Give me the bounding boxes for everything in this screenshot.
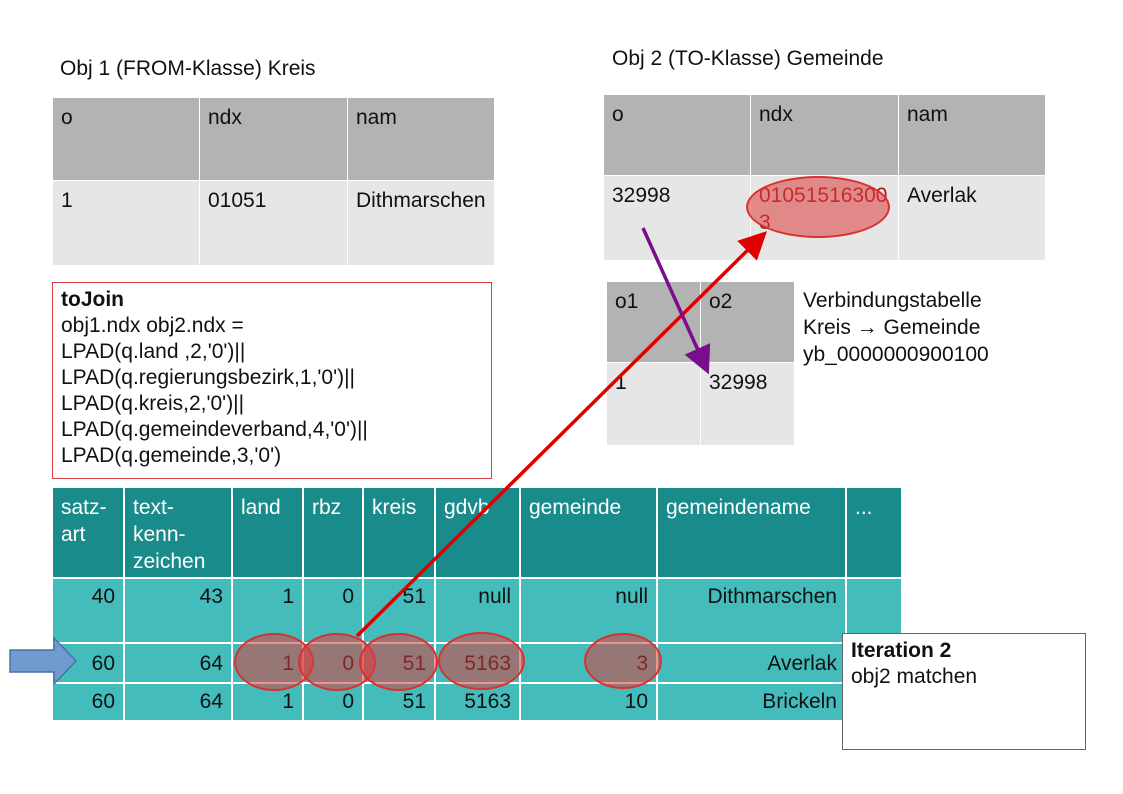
obj1-header-nam: nam	[348, 98, 494, 180]
obj2-header-ndx: ndx	[751, 95, 898, 175]
match-arrow	[355, 231, 767, 638]
table-cell: 43	[125, 579, 231, 642]
obj2-cell-o: 32998	[604, 176, 750, 260]
tojoin-line: LPAD(q.gemeindeverband,4,'0')||	[61, 418, 368, 441]
table-cell: Dithmarschen	[658, 579, 845, 642]
iteration-text: obj2 matchen	[851, 665, 978, 688]
table-cell: 10	[521, 684, 656, 720]
obj2-ndx-highlight	[746, 176, 890, 238]
obj2-header-nam: nam	[899, 95, 1045, 175]
link-label-line: Kreis → Gemeinde	[803, 316, 981, 339]
main-header: land	[233, 488, 302, 577]
tojoin-box: toJoin obj1.ndx obj2.ndx = LPAD(q.land ,…	[52, 282, 492, 479]
tojoin-line: LPAD(q.kreis,2,'0')||	[61, 392, 245, 415]
table-cell: 40	[53, 579, 123, 642]
gemeinde-highlight	[584, 633, 662, 689]
obj1-cell-nam: Dithmarschen	[348, 181, 494, 265]
iteration-title: Iteration 2	[851, 639, 952, 662]
main-header: ...	[847, 488, 901, 577]
main-header: gemeindename	[658, 488, 845, 577]
obj1-cell-ndx: 01051	[200, 181, 347, 265]
obj1-header-ndx: ndx	[200, 98, 347, 180]
main-header: rbz	[304, 488, 362, 577]
tojoin-line: obj1.ndx obj2.ndx =	[61, 314, 244, 337]
table-cell: null	[521, 579, 656, 642]
link-cell-o2: 32998	[701, 363, 794, 445]
row-pointer-arrow-icon	[9, 636, 78, 686]
link-cell-o1: 1	[607, 363, 700, 445]
table-cell: 64	[125, 644, 231, 682]
table-cell: 60	[53, 684, 123, 720]
tojoin-title: toJoin	[61, 288, 124, 311]
obj2-cell-nam: Averlak	[899, 176, 1045, 260]
obj2-header-o: o	[604, 95, 750, 175]
main-header: gdvb	[436, 488, 519, 577]
obj1-title: Obj 1 (FROM-Klasse) Kreis	[60, 57, 316, 80]
link-label: Verbindungstabelle Kreis → Gemeinde yb_0…	[803, 287, 989, 368]
land-highlight	[234, 633, 314, 691]
main-header: text-kenn-zeichen	[125, 488, 231, 577]
link-table: o1 o2 1 32998	[607, 282, 794, 445]
table-cell: 5163	[436, 684, 519, 720]
obj1-table: o ndx nam 1 01051 Dithmarschen	[53, 98, 494, 265]
table-cell	[847, 579, 901, 642]
main-table: satz-art text-kenn-zeichen land rbz krei…	[53, 488, 901, 720]
link-label-line: Verbindungstabelle	[803, 289, 982, 312]
table-cell: 0	[304, 579, 362, 642]
main-header: satz-art	[53, 488, 123, 577]
tojoin-line: LPAD(q.regierungsbezirk,1,'0')||	[61, 366, 355, 389]
main-header: gemeinde	[521, 488, 656, 577]
link-label-line: yb_0000000900100	[803, 343, 989, 366]
tojoin-line: LPAD(q.land ,2,'0')||	[61, 340, 246, 363]
table-cell: 51	[364, 579, 434, 642]
iteration-box: Iteration 2 obj2 matchen	[842, 633, 1086, 750]
link-arrow	[641, 227, 711, 375]
gdvb-highlight	[438, 632, 525, 690]
table-cell: Brickeln	[658, 684, 845, 720]
tojoin-line: LPAD(q.gemeinde,3,'0')	[61, 444, 282, 467]
obj2-title: Obj 2 (TO-Klasse) Gemeinde	[612, 47, 884, 70]
main-header: kreis	[364, 488, 434, 577]
obj1-cell-o: 1	[53, 181, 199, 265]
obj1-header-o: o	[53, 98, 199, 180]
table-cell: Averlak	[658, 644, 845, 682]
table-cell: 64	[125, 684, 231, 720]
link-header-o2: o2	[701, 282, 794, 362]
table-cell: 1	[233, 579, 302, 642]
table-cell: null	[436, 579, 519, 642]
kreis-highlight	[359, 633, 438, 691]
